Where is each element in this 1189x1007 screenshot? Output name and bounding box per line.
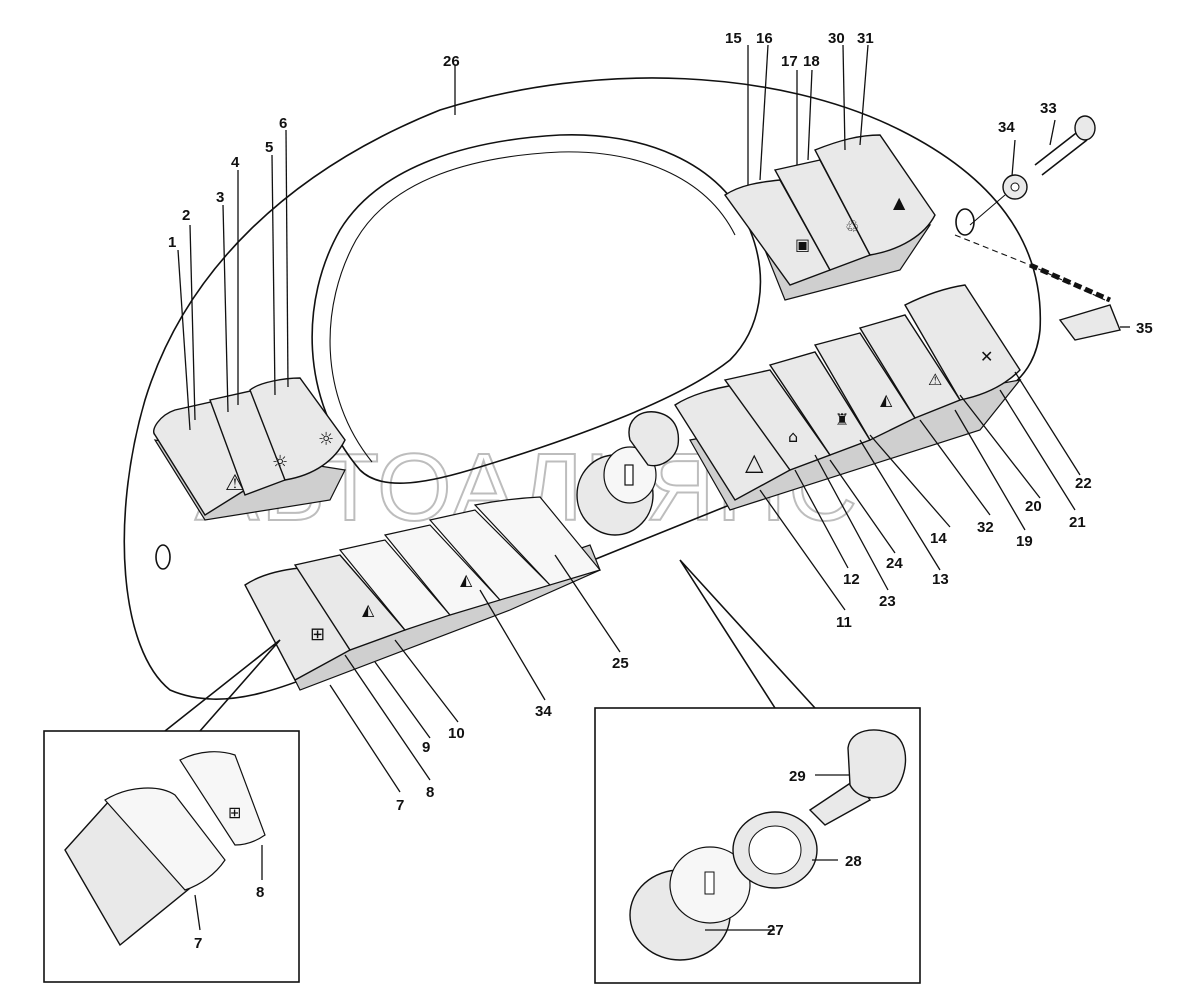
callout-34-top: 34 <box>998 119 1015 136</box>
callout-27: 27 <box>767 922 784 939</box>
svg-text:✕: ✕ <box>980 347 993 366</box>
svg-text:♜: ♜ <box>835 410 849 429</box>
callout-9: 9 <box>422 739 430 756</box>
svg-text:△: △ <box>745 448 764 476</box>
callout-31: 31 <box>857 30 874 47</box>
svg-text:♲: ♲ <box>845 217 859 236</box>
inset-left-connector <box>164 639 281 732</box>
svg-text:⚠: ⚠ <box>225 471 245 496</box>
inset-left-callout-7: 7 <box>194 935 202 952</box>
leader-lines <box>177 44 1130 931</box>
bolt-assembly <box>954 115 1121 341</box>
callout-21: 21 <box>1069 514 1086 531</box>
switch-block-middle-right: △ ⌂ ♜ ◭ ⚠ ✕ <box>674 284 1022 511</box>
svg-text:⌂: ⌂ <box>788 427 798 446</box>
callout-7: 7 <box>396 797 404 814</box>
callout-17: 17 <box>781 53 798 70</box>
callout-4: 4 <box>231 154 240 171</box>
svg-text:◭: ◭ <box>362 600 375 619</box>
mounting-hole-left <box>155 544 171 570</box>
callout-5: 5 <box>265 139 273 156</box>
callout-13: 13 <box>932 571 949 588</box>
switch-block-bottom: ⊞ ◭ ◭ <box>244 496 602 691</box>
callout-28: 28 <box>845 853 862 870</box>
callout-26: 26 <box>443 53 460 70</box>
callout-30: 30 <box>828 30 845 47</box>
mounting-hole-right <box>955 208 975 236</box>
inset-left-callout-8: 8 <box>256 884 264 901</box>
callout-34-bottom: 34 <box>535 703 552 720</box>
callout-11: 11 <box>836 614 852 631</box>
callout-22: 22 <box>1075 475 1092 492</box>
callout-8: 8 <box>426 784 434 801</box>
callout-24: 24 <box>886 555 903 572</box>
callout-18: 18 <box>803 53 820 70</box>
callout-2: 2 <box>182 207 190 224</box>
callout-10: 10 <box>448 725 465 742</box>
svg-text:☼: ☼ <box>272 452 288 473</box>
svg-text:▲: ▲ <box>893 193 906 212</box>
svg-text:⚠: ⚠ <box>928 370 942 389</box>
switch-block-top-right: ▣ ♲ ▲ <box>724 134 936 301</box>
callout-33: 33 <box>1040 100 1057 117</box>
svg-text:◭: ◭ <box>460 570 473 589</box>
cluster-cutout <box>311 134 762 484</box>
callout-25: 25 <box>612 655 629 672</box>
inset-box-left <box>43 730 300 983</box>
callout-1: 1 <box>168 234 176 251</box>
svg-text:☼: ☼ <box>318 429 334 450</box>
callout-19: 19 <box>1016 533 1033 550</box>
callout-20: 20 <box>1025 498 1042 515</box>
cluster-inner-line <box>329 151 736 463</box>
callout-15: 15 <box>725 30 742 47</box>
callout-23: 23 <box>879 593 896 610</box>
switch-block-left: ⚠ ☼ ☼ <box>153 377 346 521</box>
svg-text:⊞: ⊞ <box>310 624 325 645</box>
callout-labels: 1 2 3 4 5 6 7 8 9 10 11 12 13 14 15 16 1… <box>168 30 1153 952</box>
svg-text:⊞: ⊞ <box>228 803 241 822</box>
svg-text:▣: ▣ <box>795 235 810 254</box>
callout-14: 14 <box>930 530 947 547</box>
svg-text:◭: ◭ <box>880 390 893 409</box>
inset-left-switch: ⊞ <box>64 751 266 947</box>
callout-6: 6 <box>279 115 287 132</box>
inset-right-ignition <box>629 729 907 961</box>
inset-right-connector <box>679 559 816 709</box>
callout-32: 32 <box>977 519 994 536</box>
callout-16: 16 <box>756 30 773 47</box>
inset-box-right <box>594 707 921 984</box>
ignition-switch <box>576 411 680 536</box>
callout-35: 35 <box>1136 320 1153 337</box>
callout-12: 12 <box>843 571 860 588</box>
callout-3: 3 <box>216 189 224 206</box>
callout-29: 29 <box>789 768 806 785</box>
